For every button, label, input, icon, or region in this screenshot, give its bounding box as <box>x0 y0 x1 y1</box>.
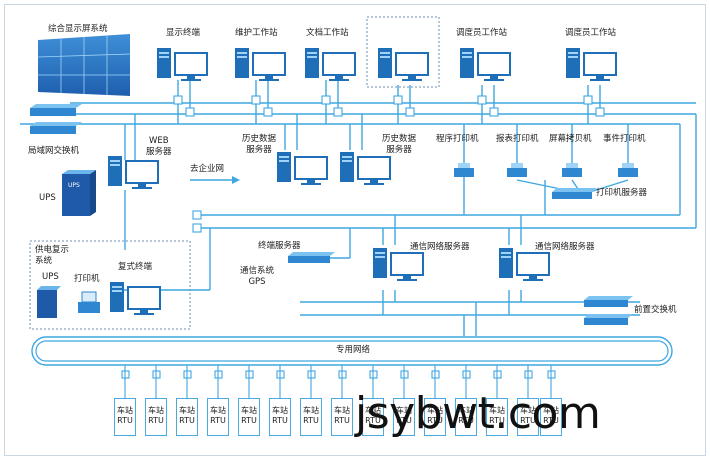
rtu-box: 车站 RTU <box>331 398 353 436</box>
rtu-box: 车站 RTU <box>486 398 508 436</box>
rtu-box: 车站 RTU <box>362 398 384 436</box>
backup-ups-icon <box>37 286 61 318</box>
print-server-icon <box>552 188 597 199</box>
doc-ws-label: 文档工作站 <box>306 28 349 38</box>
rtu-box: 车站 RTU <box>114 398 136 436</box>
hist-server-1-computer-icon <box>277 152 328 185</box>
event-printer-label: 事件打印机 <box>603 134 646 144</box>
display-terminal-computer-icon <box>157 48 208 81</box>
rtu-box: 车站 RTU <box>207 398 229 436</box>
screen-printer-label: 屏幕拷贝机 <box>549 134 592 144</box>
front-switch-icon <box>584 296 633 325</box>
web-server-label: WEB 服务器 <box>146 136 172 157</box>
rtu-box: 车站 RTU <box>517 398 539 436</box>
ups-icon <box>62 170 96 216</box>
rtu-box: 车站 RTU <box>540 398 562 436</box>
maint-ws-label: 维护工作站 <box>235 28 278 38</box>
front-switch-label: 前置交换机 <box>634 305 677 315</box>
hist-server-2-label: 历史数据 服务器 <box>382 134 417 155</box>
terminal-server-icon <box>288 252 335 263</box>
backup-terminal-computer-icon <box>110 282 161 315</box>
dispatch-ws-3-computer-icon <box>566 48 617 81</box>
rtu-box: 车站 RTU <box>238 398 260 436</box>
rtu-box: 车站 RTU <box>269 398 291 436</box>
lan-switch-icon <box>30 104 82 134</box>
display-terminal-label: 显示终端 <box>166 28 201 38</box>
dispatch-ws-2-computer-icon <box>460 48 511 81</box>
dispatch-ws-1-computer-icon <box>378 48 429 81</box>
dedicated-network-label: 专用网络 <box>336 345 371 355</box>
print-server-label: 打印机服务器 <box>596 188 648 198</box>
report-printer-label: 报表打印机 <box>496 134 539 144</box>
video-wall-label: 综合显示屏系统 <box>48 24 108 34</box>
comm-server-1-label: 通信网络服务器 <box>410 242 470 252</box>
comm-server-2-label: 通信网络服务器 <box>535 242 595 252</box>
terminal-server-label: 终端服务器 <box>258 241 301 251</box>
printer-icons <box>78 163 638 313</box>
rtu-box: 车站 RTU <box>393 398 415 436</box>
backup-ups-label: UPS <box>42 272 59 282</box>
lan-switch-label: 局域网交换机 <box>28 146 80 156</box>
hist-server-1-label: 历史数据 服务器 <box>242 134 277 155</box>
prog-printer-label: 程序打印机 <box>436 134 479 144</box>
comm-gps-label: 通信系统 GPS <box>240 266 275 287</box>
diagram-frame <box>4 4 706 456</box>
rtu-box: 车站 RTU <box>455 398 477 436</box>
hist-server-2-computer-icon <box>340 152 391 185</box>
rtu-box: 车站 RTU <box>176 398 198 436</box>
backup-terminal-label: 复式终端 <box>118 262 153 272</box>
rtu-box: 车站 RTU <box>300 398 322 436</box>
to-enterprise-label: 去企业网 <box>190 164 225 174</box>
rtu-box: 车站 RTU <box>424 398 446 436</box>
watermark: jsybwt.com <box>355 388 601 439</box>
ups-label: UPS <box>39 193 56 203</box>
rtu-box: 车站 RTU <box>145 398 167 436</box>
doc-ws-computer-icon <box>305 48 356 81</box>
maint-ws-computer-icon <box>235 48 286 81</box>
dispatch-ws-1-label: 调度员工作站 <box>456 28 508 38</box>
backup-system-label: 供电复示 系统 <box>35 245 70 266</box>
ups-badge: UPS <box>68 182 80 189</box>
backup-printer-label: 打印机 <box>74 274 100 284</box>
web-server-computer-icon <box>108 156 159 189</box>
dispatch-ws-2-label: 调度员工作站 <box>565 28 617 38</box>
video-wall-icon <box>37 34 131 96</box>
